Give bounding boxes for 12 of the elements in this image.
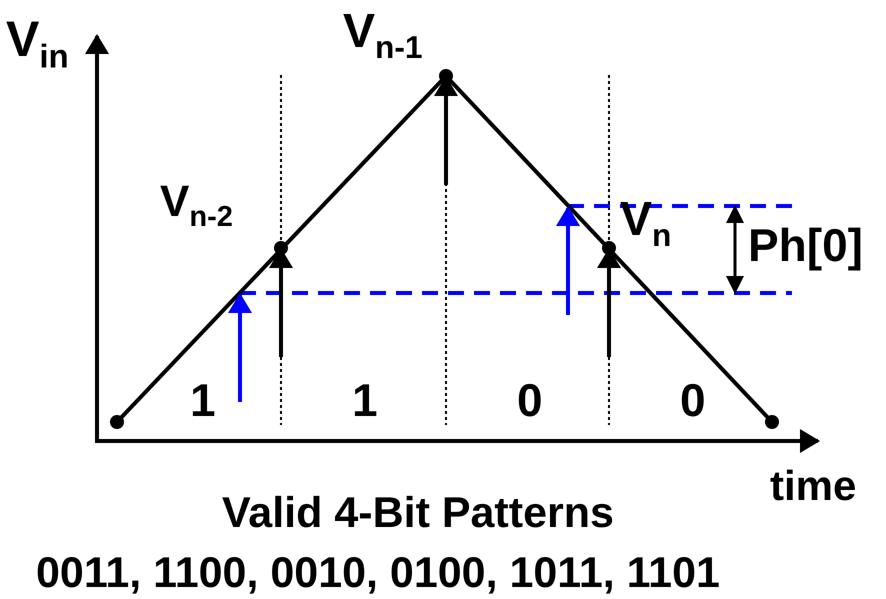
axis-label: V$_{in}$ bbox=[6, 14, 69, 73]
voltage-label: V$_{n-1}$ bbox=[343, 8, 423, 64]
heading-text: Valid 4-Bit Patterns bbox=[222, 492, 614, 535]
bit-value: 1 bbox=[352, 377, 378, 423]
dimension-label: Ph[0] bbox=[748, 222, 863, 268]
bit-value: 0 bbox=[680, 377, 706, 423]
voltage-label: V$_{n}$ bbox=[620, 196, 672, 252]
bit-value: 1 bbox=[190, 377, 216, 423]
axis-label: time bbox=[770, 465, 856, 507]
voltage-label: V$_{n-2}$ bbox=[160, 180, 233, 232]
pattern-list: 0011, 1100, 0010, 0100, 1011, 1101 bbox=[36, 552, 720, 595]
bit-value: 0 bbox=[517, 377, 543, 423]
